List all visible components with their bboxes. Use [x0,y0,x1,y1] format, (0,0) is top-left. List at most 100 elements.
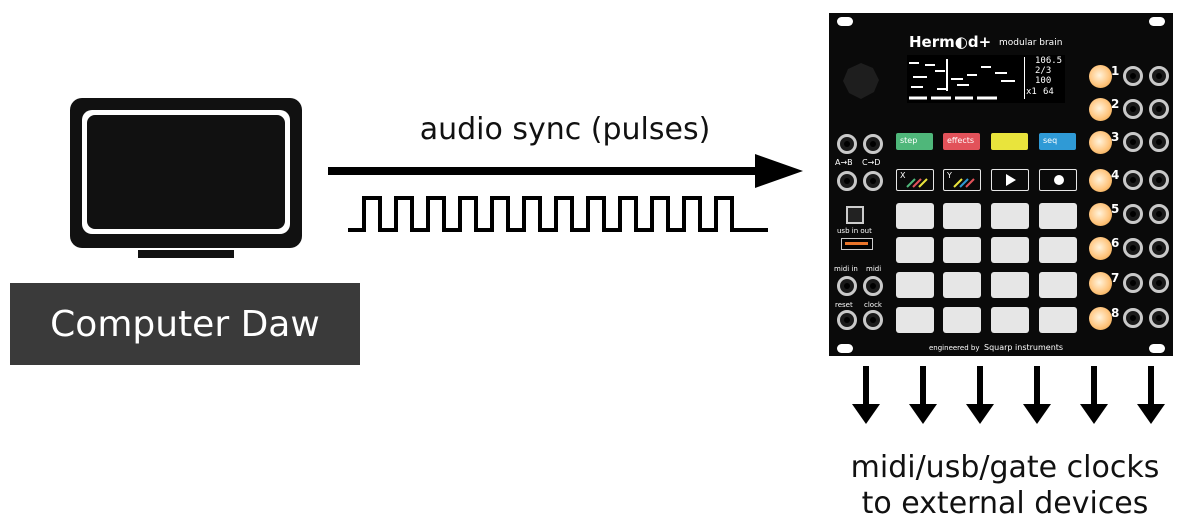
label-clock: clock [864,301,882,309]
screen-value: 100 [1035,76,1052,86]
outputs-label-line-1: midi/usb/gate clocks [850,450,1160,485]
track-button-6[interactable] [1089,237,1112,260]
track-number-4: 4 [1111,168,1120,182]
input-jack-c[interactable] [863,134,883,154]
track-number-3: 3 [1111,130,1120,144]
effects-button[interactable]: effects [943,133,980,150]
input-jack-d[interactable] [863,171,883,191]
pad-4-2[interactable] [943,307,981,333]
pulse-waveform [348,196,768,232]
outputs-label-line-2: to external devices [861,486,1149,521]
record-icon [1054,175,1064,185]
track-button-8[interactable] [1089,307,1112,330]
record-button[interactable] [1039,169,1077,191]
pad-4-3[interactable] [991,307,1029,333]
module-brand: Herm◐d+ [909,33,992,51]
output-cv-jack-2[interactable] [1123,99,1143,119]
y-button[interactable]: Y [943,169,981,191]
sync-arrow [328,154,803,188]
label-midi: midi [866,265,882,273]
step-button[interactable]: step [896,133,933,150]
input-jack-b[interactable] [837,171,857,191]
track-number-8: 8 [1111,306,1120,320]
mount-hole-bottom-right [1149,344,1165,353]
pad-1-1[interactable] [896,203,934,229]
usb-b-port[interactable] [846,206,864,224]
label-reset: reset [835,301,853,309]
audio-sync-label: audio sync (pulses) [419,112,711,147]
label-a-b: A→B [835,158,853,167]
track-number-2: 2 [1111,97,1120,111]
screen-ratio: 2/3 [1035,66,1052,76]
pad-3-4[interactable] [1039,272,1077,298]
mount-hole-top-left [837,17,853,26]
module-footer-brand: Squarp instruments [984,343,1064,352]
encoder-knob[interactable] [841,61,881,101]
reset-jack[interactable] [837,310,857,330]
pad-3-2[interactable] [943,272,981,298]
label-c-d: C→D [862,158,881,167]
x-color-icon [906,178,928,188]
output-cv-jack-6[interactable] [1123,238,1143,258]
usb-a-port[interactable] [841,238,873,250]
output-cv-jack-7[interactable] [1123,273,1143,293]
pad-4-1[interactable] [896,307,934,333]
output-gate-jack-1[interactable] [1149,66,1169,86]
midi-in-jack[interactable] [837,276,857,296]
track-number-7: 7 [1111,271,1120,285]
x-button[interactable]: X [896,169,934,191]
input-jack-a[interactable] [837,134,857,154]
down-arrows [852,366,1165,424]
output-gate-jack-7[interactable] [1149,273,1169,293]
output-gate-jack-2[interactable] [1149,99,1169,119]
track-number-6: 6 [1111,236,1120,250]
hermod-module: Herm◐d+ modular brain 106.5 2/3 100 [829,13,1173,356]
pad-1-2[interactable] [943,203,981,229]
play-button[interactable] [991,169,1029,191]
screen-tempo: 106.5 [1035,56,1063,66]
track-button-7[interactable] [1089,272,1112,295]
pad-3-1[interactable] [896,272,934,298]
label-midi-in: midi in [834,265,858,273]
outputs-label: midi/usb/gate clocks to external devices [835,450,1175,522]
output-gate-jack-4[interactable] [1149,170,1169,190]
module-subtitle: modular brain [999,38,1063,48]
pad-1-3[interactable] [991,203,1029,229]
output-cv-jack-1[interactable] [1123,66,1143,86]
pad-2-4[interactable] [1039,237,1077,263]
computer-daw-box [10,283,360,365]
output-cv-jack-5[interactable] [1123,204,1143,224]
output-cv-jack-3[interactable] [1123,132,1143,152]
module-footer-prefix: engineered by [929,344,980,352]
yellow-mode-button[interactable] [991,133,1028,150]
track-number-1: 1 [1111,64,1120,78]
pad-4-4[interactable] [1039,307,1077,333]
y-color-icon [953,178,975,188]
y-label: Y [947,171,952,180]
pad-2-2[interactable] [943,237,981,263]
pad-1-4[interactable] [1039,203,1077,229]
computer-daw-label: Computer Daw [50,303,320,345]
pad-3-3[interactable] [991,272,1029,298]
oled-screen: 106.5 2/3 100 x1 64 [907,55,1065,103]
pad-2-1[interactable] [896,237,934,263]
output-gate-jack-6[interactable] [1149,238,1169,258]
track-button-2[interactable] [1089,98,1112,121]
track-button-4[interactable] [1089,169,1112,192]
midi-out-jack[interactable] [863,276,883,296]
monitor-stand [148,236,222,247]
track-button-1[interactable] [1089,65,1112,88]
track-button-3[interactable] [1089,131,1112,154]
track-button-5[interactable] [1089,203,1112,226]
clock-jack[interactable] [863,310,883,330]
pad-2-3[interactable] [991,237,1029,263]
down-arrow-icon-1 [852,366,880,424]
output-gate-jack-3[interactable] [1149,132,1169,152]
output-cv-jack-8[interactable] [1123,308,1143,328]
output-cv-jack-4[interactable] [1123,170,1143,190]
down-arrow-icon-5 [1080,366,1108,424]
down-arrow-icon-4 [1023,366,1051,424]
seq-button[interactable]: seq [1039,133,1076,150]
output-gate-jack-5[interactable] [1149,204,1169,224]
output-gate-jack-8[interactable] [1149,308,1169,328]
